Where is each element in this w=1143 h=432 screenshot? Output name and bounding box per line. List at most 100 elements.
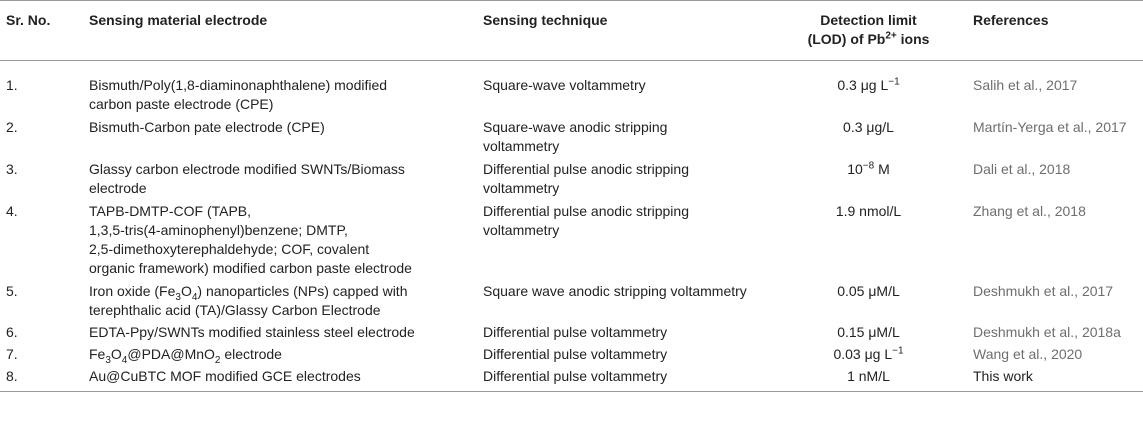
row-5-reference: Deshmukh et al., 2017 — [973, 283, 1114, 299]
cell-lod: 0.3 μg L−1 — [770, 61, 967, 119]
header-row: Sr. No. Sensing material electrode Sensi… — [0, 0, 1143, 61]
row-7-lod-sup: −1 — [892, 345, 904, 357]
header-lod-line2-sup: 2+ — [885, 30, 897, 42]
row-2-technique-line-2: voltammetry — [483, 138, 560, 154]
cell-lod: 10−8 M — [770, 160, 967, 202]
row-8-reference: This work — [973, 368, 1033, 384]
row-1-reference: Salih et al., 2017 — [973, 77, 1078, 93]
row-4-technique-line-1: Differential pulse anodic stripping — [483, 203, 689, 219]
header-sr-no-label: Sr. No. — [6, 12, 51, 28]
row-3-sr: 3. — [6, 161, 18, 177]
row-1-material-line-2: carbon paste electrode (CPE) — [89, 96, 274, 112]
table-row: 4. TAPB-DMTP-COF (TAPB, 1,3,5-tris(4-amin… — [0, 202, 1143, 282]
row-8-material-line-1: Au@CuBTC MOF modified GCE electrodes — [89, 368, 361, 384]
row-4-material-line-2: 1,3,5-tris(4-aminophenyl)benzene; DMTP, — [89, 222, 348, 238]
cell-material: TAPB-DMTP-COF (TAPB, 1,3,5-tris(4-aminoph… — [83, 202, 477, 282]
cell-reference: This work — [967, 367, 1143, 392]
row-6-technique-line-1: Differential pulse voltammetry — [483, 324, 668, 340]
row-7-reference: Wang et al., 2020 — [973, 346, 1083, 362]
row-5-sr: 5. — [6, 283, 18, 299]
row-2-technique-line-1: Square-wave anodic stripping — [483, 119, 668, 135]
row-4-material-line-1: TAPB-DMTP-COF (TAPB, — [89, 203, 252, 219]
row-5-material-l1-post: ) nanoparticles (NPs) capped with — [197, 283, 408, 299]
row-8-lod-pre: 1 nM/L — [847, 368, 890, 384]
row-2-material-line-1: Bismuth-Carbon pate electrode (CPE) — [89, 119, 325, 135]
cell-material: Au@CuBTC MOF modified GCE electrodes — [83, 367, 477, 392]
header-technique: Sensing technique — [477, 0, 770, 61]
cell-material: Iron oxide (Fe3O4) nanoparticles (NPs) c… — [83, 282, 477, 323]
row-5-lod-pre: 0.05 μM/L — [837, 283, 900, 299]
row-4-reference: Zhang et al., 2018 — [973, 203, 1086, 219]
row-5-material-l1-sub1: 3 — [175, 291, 181, 303]
cell-technique: Square wave anodic stripping voltammetry — [477, 282, 770, 323]
row-5-material-l2: terephthalic acid (TA)/Glassy Carbon Ele… — [89, 302, 381, 318]
cell-reference: Deshmukh et al., 2018a — [967, 323, 1143, 345]
table-row: 8. Au@CuBTC MOF modified GCE electrodes … — [0, 367, 1143, 392]
cell-technique: Differential pulse anodic stripping volta… — [477, 202, 770, 282]
header-material-label: Sensing material electrode — [89, 12, 268, 28]
header-lod-line1: Detection limit — [820, 12, 917, 28]
row-4-material-line-3: 2,5-dimethoxyterephaldehyde; COF, covale… — [89, 241, 370, 257]
row-2-sr: 2. — [6, 119, 18, 135]
cell-technique: Square-wave anodic stripping voltammetry — [477, 118, 770, 160]
table-header: Sr. No. Sensing material electrode Sensi… — [0, 0, 1143, 61]
row-3-material-line-1: Glassy carbon electrode modified SWNTs/B… — [89, 161, 405, 177]
cell-reference: Dali et al., 2018 — [967, 160, 1143, 202]
cell-reference: Salih et al., 2017 — [967, 61, 1143, 119]
header-references-label: References — [973, 12, 1049, 28]
header-sr-no: Sr. No. — [0, 0, 83, 61]
row-1-material-line-1: Bismuth/Poly(1,8-diaminonaphthalene) mod… — [89, 77, 388, 93]
row-4-technique-line-2: voltammetry — [483, 222, 560, 238]
row-2-reference: Martín-Yerga et al., 2017 — [973, 119, 1127, 135]
row-7-material-s3: 2 — [214, 354, 221, 366]
cell-sr: 1. — [0, 61, 83, 119]
row-6-material-line-1: EDTA-Ppy/SWNTs modified stainless steel … — [89, 324, 415, 340]
row-1-lod-pre: 0.3 μg L — [837, 77, 889, 93]
row-5-material-l1-mid: O — [180, 283, 192, 299]
row-7-sr: 7. — [6, 346, 18, 362]
row-5-material-l1-pre: Iron oxide (Fe — [89, 283, 176, 299]
header-lod-line2-pre: (LOD) of Pb — [807, 31, 886, 47]
row-4-material-line-4: organic framework) modified carbon paste… — [89, 260, 412, 276]
comparison-table: Sr. No. Sensing material electrode Sensi… — [0, 0, 1143, 392]
row-1-lod-sup: −1 — [888, 76, 900, 88]
table-row: 2. Bismuth-Carbon pate electrode (CPE) S… — [0, 118, 1143, 160]
row-7-material-s1: 3 — [105, 354, 111, 366]
row-6-reference: Deshmukh et al., 2018a — [973, 324, 1121, 340]
table-row: 1. Bismuth/Poly(1,8-diaminonaphthalene) … — [0, 61, 1143, 119]
row-3-material-line-2: electrode — [89, 180, 147, 196]
row-7-technique-line-1: Differential pulse voltammetry — [483, 346, 668, 362]
table-body: 1. Bismuth/Poly(1,8-diaminonaphthalene) … — [0, 61, 1143, 392]
header-references: References — [967, 0, 1143, 61]
row-6-sr: 6. — [6, 324, 18, 340]
table-row: 6. EDTA-Ppy/SWNTs modified stainless ste… — [0, 323, 1143, 345]
cell-material: Bismuth-Carbon pate electrode (CPE) — [83, 118, 477, 160]
row-7-material-p1: Fe — [89, 346, 106, 362]
cell-sr: 4. — [0, 202, 83, 282]
row-6-lod-pre: 0.15 μM/L — [837, 324, 900, 340]
row-1-sr: 1. — [6, 77, 18, 93]
cell-material: Fe3O4@PDA@MnO2 electrode — [83, 345, 477, 367]
row-3-reference: Dali et al., 2018 — [973, 161, 1071, 177]
header-technique-label: Sensing technique — [483, 12, 608, 28]
row-7-lod-pre: 0.03 μg L — [833, 346, 893, 362]
header-lod: Detection limit (LOD) of Pb2+ ions — [770, 0, 967, 61]
table-row: 5. Iron oxide (Fe3O4) nanoparticles (NPs… — [0, 282, 1143, 323]
row-7-material-s2: 4 — [121, 354, 128, 366]
row-8-technique-line-1: Differential pulse voltammetry — [483, 368, 668, 384]
cell-sr: 7. — [0, 345, 83, 367]
cell-lod: 0.03 μg L−1 — [770, 345, 967, 367]
cell-reference: Zhang et al., 2018 — [967, 202, 1143, 282]
row-7-material-p2: O — [110, 346, 122, 362]
cell-lod: 0.05 μM/L — [770, 282, 967, 323]
cell-sr: 6. — [0, 323, 83, 345]
header-lod-line2-post: ions — [896, 31, 930, 47]
cell-sr: 3. — [0, 160, 83, 202]
cell-lod: 1 nM/L — [770, 367, 967, 392]
cell-lod: 1.9 nmol/L — [770, 202, 967, 282]
row-5-technique-line-1: Square wave anodic stripping voltammetry — [483, 283, 747, 299]
row-8-sr: 8. — [6, 368, 18, 384]
cell-material: Bismuth/Poly(1,8-diaminonaphthalene) mod… — [83, 61, 477, 119]
cell-technique: Differential pulse voltammetry — [477, 345, 770, 367]
